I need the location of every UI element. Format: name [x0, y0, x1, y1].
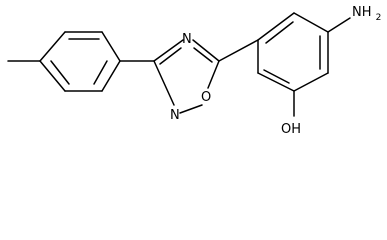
atom-label-layer: N O N NH 2 OH [170, 5, 381, 137]
phenol-ring-bond [257, 72, 295, 92]
oxadiazole-ring-bond [207, 60, 220, 89]
tolyl-ring-bond [39, 60, 66, 92]
phenol-ring-bond [257, 12, 295, 41]
phenol-double-bond [263, 69, 290, 84]
oxadiazole-nitrogen-label-top: N [182, 32, 192, 47]
oxadiazole-oxygen-label: O [201, 90, 211, 105]
phenol-ring-bond [293, 12, 329, 33]
chemical-structure-diagram: N O N NH 2 OH [7, 5, 381, 137]
bond-layer [7, 12, 351, 117]
oxadiazole-ring-bond [179, 104, 203, 114]
phenol-ring-bond [293, 72, 329, 92]
oxadiazole-ring-bond [153, 39, 184, 62]
oxadiazole-double-bond [159, 47, 182, 65]
phenol-double-bond [265, 21, 294, 44]
tolyl-double-bond [93, 60, 108, 85]
amine-main-text: NH [352, 5, 372, 20]
tolyl-double-bond [50, 60, 70, 85]
tolyl-ring-bond [101, 31, 121, 62]
tolyl-ring-bond [39, 31, 66, 62]
oxadiazole-ring-bond [192, 39, 220, 62]
tolyl-ring-bond [101, 60, 121, 92]
structure-canvas: N O N NH 2 OH [7, 5, 382, 137]
amine-label: NH 2 [352, 5, 381, 23]
oxadiazole-double-bond [193, 47, 213, 63]
amine-subscript-text: 2 [376, 13, 382, 23]
oxadiazole-ring-bond [153, 60, 175, 106]
oxadiazole-nitrogen-label-bottom: N [170, 108, 180, 123]
amino-substituent-bond [327, 17, 351, 33]
oxadiazole-aryl-bond [218, 39, 259, 62]
hydroxyl-label: OH [281, 122, 301, 137]
